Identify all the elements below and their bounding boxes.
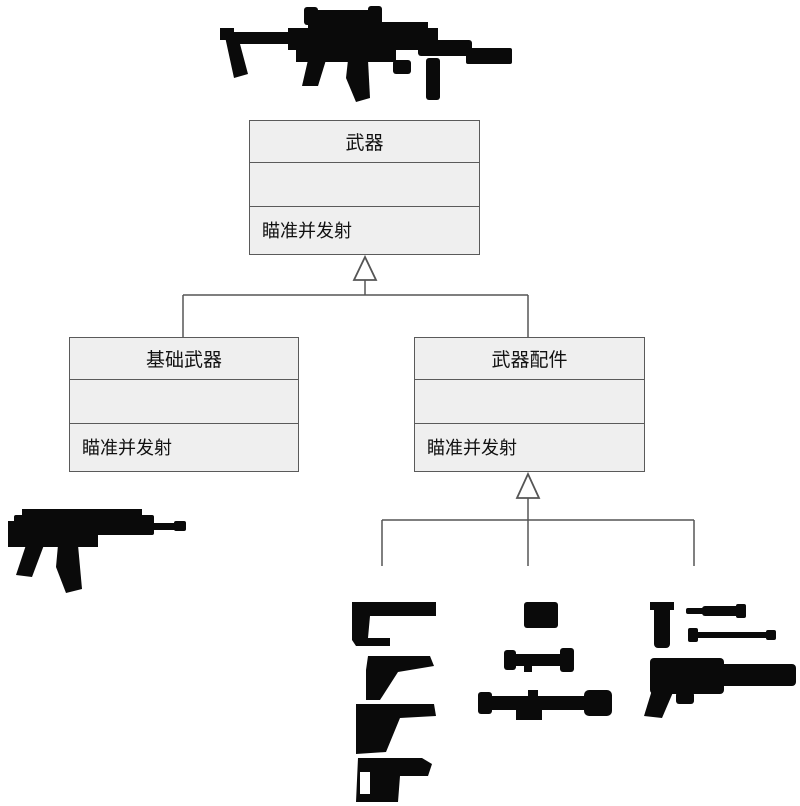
class-method-weapon: 瞄准并发射 [262, 221, 352, 242]
class-name-base-weapon: 基础武器 [70, 338, 298, 380]
inheritance-arrow-accessory [515, 471, 541, 499]
class-method-base-weapon: 瞄准并发射 [82, 438, 172, 459]
assault-rifle-with-accessories-icon [220, 6, 512, 102]
class-attributes-base-weapon [70, 380, 298, 424]
inheritance-arrow-weapon [352, 254, 378, 281]
class-box-accessory: 武器配件 瞄准并发射 [414, 337, 645, 472]
grip-and-barrel-attachment-icons [644, 602, 796, 718]
basic-rifle-icon [8, 509, 186, 593]
rifle-stock-icons [352, 602, 436, 802]
class-attributes-accessory [415, 380, 644, 424]
class-box-base-weapon: 基础武器 瞄准并发射 [69, 337, 299, 472]
scope-icons [478, 602, 612, 720]
class-method-accessory: 瞄准并发射 [427, 438, 517, 459]
class-box-weapon: 武器 瞄准并发射 [249, 120, 480, 255]
class-name-weapon: 武器 [250, 121, 479, 163]
class-attributes-weapon [250, 163, 479, 207]
class-name-accessory: 武器配件 [415, 338, 644, 380]
